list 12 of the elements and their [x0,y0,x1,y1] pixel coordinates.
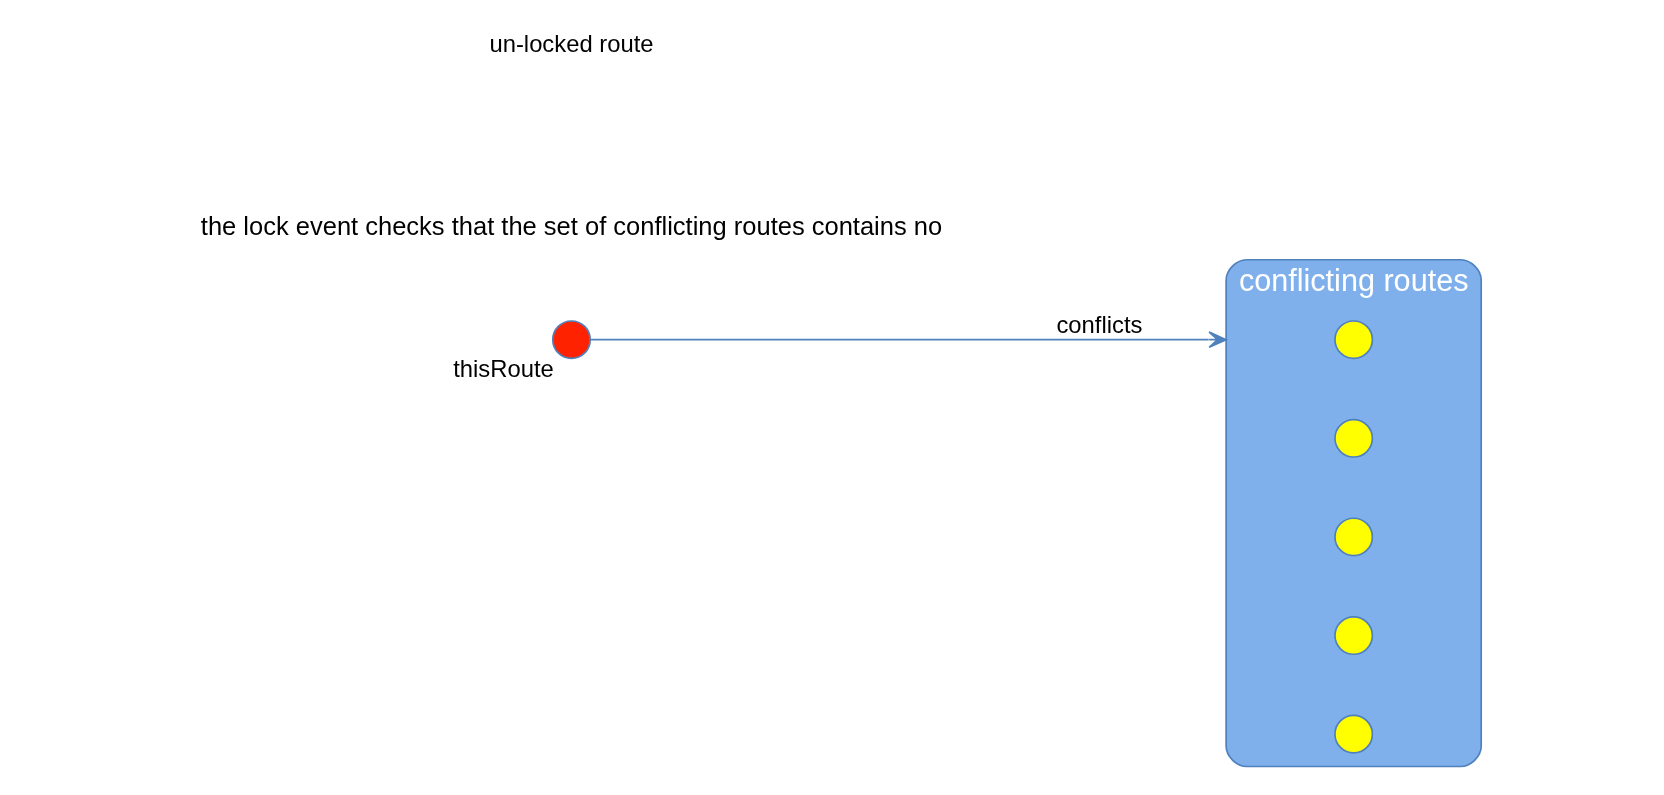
label: un-locked route [488,29,654,57]
node-circle [1333,517,1373,557]
node-label: thisRoute [452,355,554,383]
node-circle [1333,616,1373,656]
node-circle [1333,714,1373,754]
cluster: conflicting routes [1224,258,1482,768]
node-circle [551,320,591,360]
node-circle [1333,418,1373,458]
node-circle [1333,320,1373,360]
label: the lock event checks that the set of conflicting routes contains no [200,212,942,241]
arrow [589,331,1227,349]
edge-label: conflicts [1055,311,1142,339]
